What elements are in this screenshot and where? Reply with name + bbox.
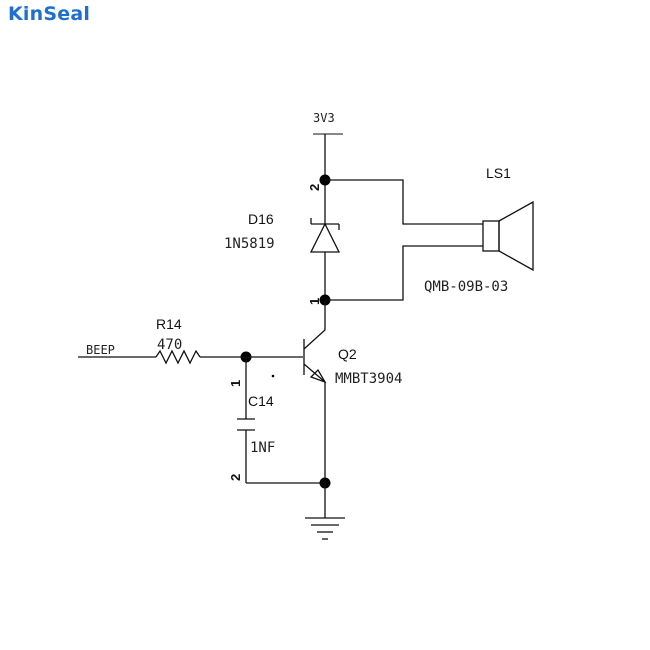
diode-ref: D16 xyxy=(248,211,274,227)
stray-dot xyxy=(271,374,275,378)
resistor-value: 470 xyxy=(157,337,182,353)
diode-pin-1: 1 xyxy=(307,298,322,305)
diode-value: 1N5819 xyxy=(224,236,275,252)
speaker-ref: LS1 xyxy=(486,165,511,181)
resistor-ref: R14 xyxy=(156,316,182,332)
capacitor-c14: C14 1NF 1 2 xyxy=(228,357,325,484)
speaker-value: QMB-09B-03 xyxy=(424,279,508,295)
supply-label: 3V3 xyxy=(313,111,335,125)
ground-symbol xyxy=(305,483,345,540)
transistor-ref: Q2 xyxy=(338,346,357,362)
kinseal-logo: KinSeal xyxy=(8,3,91,25)
transistor-value: MMBT3904 xyxy=(335,371,402,387)
speaker-ls1: LS1 QMB-09B-03 xyxy=(325,165,534,301)
supply-net: 3V3 xyxy=(313,111,343,180)
capacitor-ref: C14 xyxy=(248,393,274,409)
diode-pin-2: 2 xyxy=(307,184,322,191)
resistor-r14: BEEP R14 470 xyxy=(78,316,246,365)
capacitor-value: 1NF xyxy=(250,440,275,456)
diode-d16: D16 1N5819 2 1 xyxy=(224,180,341,305)
transistor-q2: Q2 MMBT3904 xyxy=(246,300,402,483)
input-label: BEEP xyxy=(86,343,115,357)
capacitor-pin-1: 1 xyxy=(228,380,243,387)
capacitor-pin-2: 2 xyxy=(228,474,243,481)
